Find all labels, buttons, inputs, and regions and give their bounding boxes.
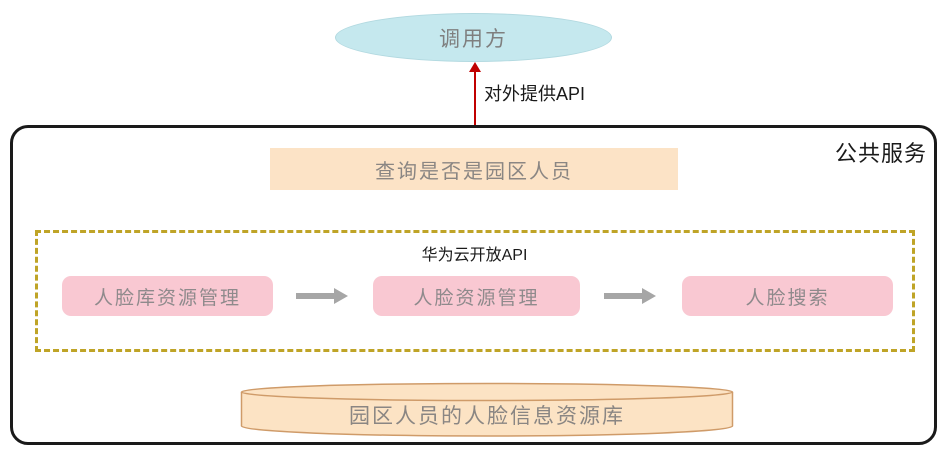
step-face-library-resource-management: 人脸库资源管理 bbox=[62, 276, 273, 316]
arrow-shaft bbox=[604, 293, 642, 299]
flow-arrow-icon bbox=[296, 288, 348, 304]
query-box: 查询是否是园区人员 bbox=[270, 148, 678, 190]
step-label: 人脸库资源管理 bbox=[93, 287, 241, 309]
arrow-head bbox=[469, 62, 481, 72]
api-arrow-label: 对外提供API bbox=[484, 84, 586, 104]
open-api-label: 华为云开放API bbox=[421, 247, 528, 264]
public-service-title: 公共服务 bbox=[834, 141, 927, 166]
api-up-arrow-icon bbox=[469, 62, 481, 126]
arrow-head bbox=[334, 288, 348, 304]
step-face-resource-management: 人脸资源管理 bbox=[373, 276, 580, 316]
arrow-shaft bbox=[474, 70, 476, 126]
flow-arrow-icon bbox=[604, 288, 656, 304]
step-face-search: 人脸搜索 bbox=[682, 276, 893, 316]
face-info-database: 园区人员的人脸信息资源库 bbox=[240, 382, 734, 438]
caller-label: 调用方 bbox=[439, 27, 508, 51]
arrow-head bbox=[642, 288, 656, 304]
step-label: 人脸搜索 bbox=[745, 287, 830, 309]
step-label: 人脸资源管理 bbox=[413, 287, 540, 309]
query-box-label: 查询是否是园区人员 bbox=[375, 160, 573, 183]
arrow-shaft bbox=[296, 293, 334, 299]
database-cylinder-icon bbox=[240, 382, 734, 437]
caller-ellipse: 调用方 bbox=[335, 13, 612, 62]
database-label: 园区人员的人脸信息资源库 bbox=[349, 405, 625, 428]
open-api-group bbox=[35, 230, 915, 352]
